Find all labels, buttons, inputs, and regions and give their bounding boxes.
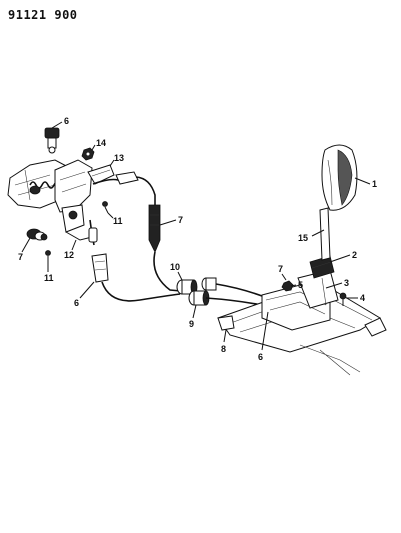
callout-5: 5 [298,280,303,290]
callout-14: 14 [96,138,106,148]
document-id: 91121 900 [8,8,78,22]
bolt-right [102,201,109,214]
callout-4: 4 [360,293,365,303]
callout-7: 7 [18,252,23,262]
callout-11: 11 [44,273,54,283]
callout-8: 8 [221,344,226,354]
shift-cable [92,171,193,293]
bolt-left [45,250,51,262]
cable-end-fitting-right [201,277,217,291]
transmission-linkage-assembly [7,127,115,262]
nut [81,147,95,161]
callout-6: 6 [64,116,69,126]
bracket-clip [87,164,115,185]
leader-lines [21,121,371,351]
callouts: 1 2 3 4 5 6 6 6 7 7 7 8 9 10 11 11 12 13… [18,116,377,362]
callout-12: 12 [64,250,74,260]
cable-end-connector-top [44,127,60,154]
cable-end-fitting-9 [188,290,210,306]
callout-3: 3 [344,278,349,288]
cable-end-fitting-10 [176,279,198,295]
shifter-assembly [217,144,387,376]
selector-cable [88,219,181,302]
callout-15: 15 [298,233,308,243]
shifter-nut [281,280,294,292]
callout-1: 1 [372,179,377,189]
callout-9: 9 [189,319,194,329]
callout-11: 11 [113,216,123,226]
callout-2: 2 [352,250,357,260]
callout-6: 6 [74,298,79,308]
callout-7: 7 [278,264,283,274]
callout-13: 13 [114,153,124,163]
callout-7: 7 [178,215,183,225]
callout-6: 6 [258,352,263,362]
shifter-bolt [339,292,347,306]
callout-10: 10 [170,262,180,272]
grommet-lower [26,228,48,241]
shift-knob [321,144,358,211]
